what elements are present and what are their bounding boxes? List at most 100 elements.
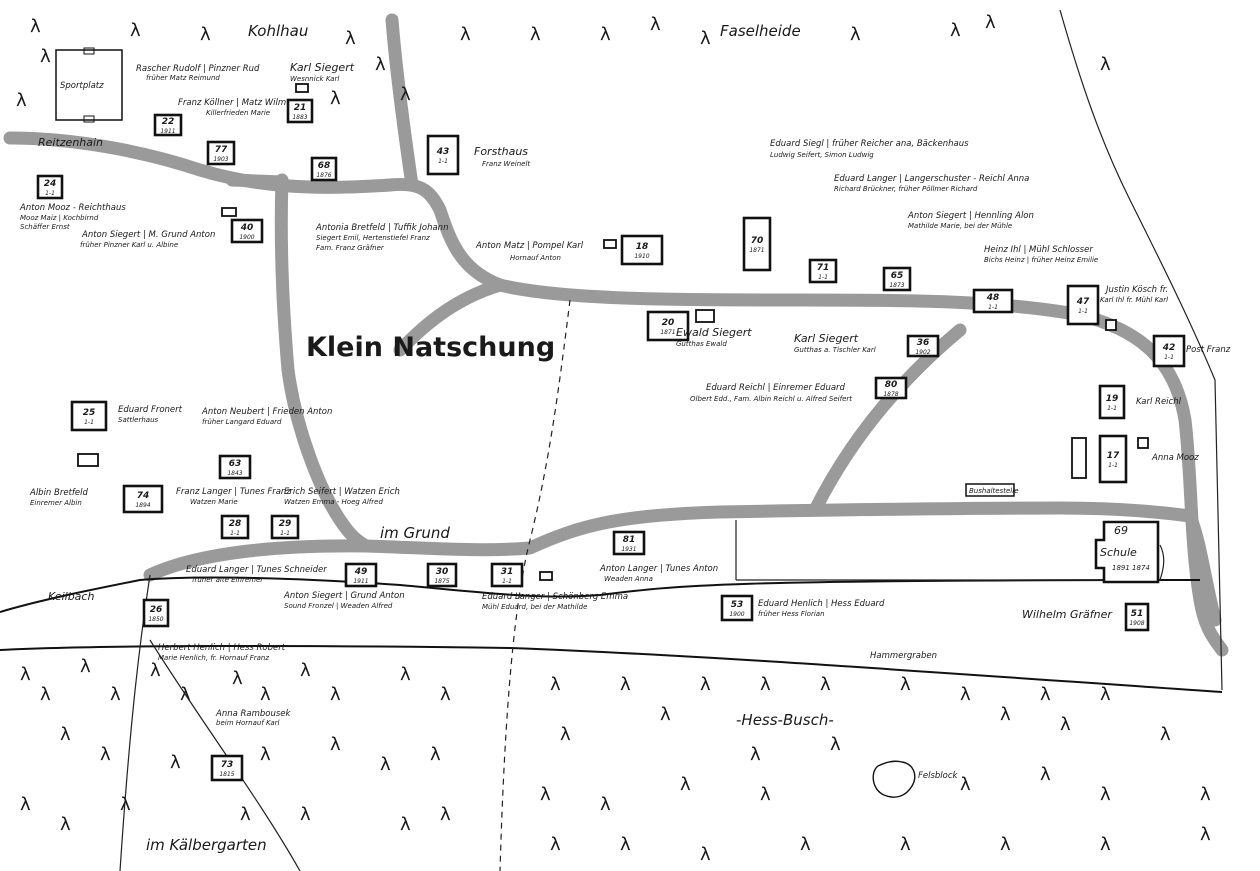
tree-icon: λ [430,744,441,765]
house-year: 1902 [915,349,930,356]
house-number: 20 [662,318,675,328]
owner-langer-tunes: Eduard Langer | Tunes Schneider [186,565,327,575]
owner-heinz: Heinz Ihl | Mühl Schlosser [984,245,1093,255]
owner-langer-ed: Eduard Langer | Langerschuster - Reichl … [834,174,1029,184]
house-year: 1-1 [1108,462,1118,469]
house-box [1124,602,1150,632]
house-year: 1871 [749,247,764,254]
house-29: 291-1 [270,514,300,540]
house-year: 1-1 [818,274,828,281]
owner-albin-sub: Einremer Albin [30,499,82,507]
house-28: 281-1 [220,514,250,540]
owner-henlich-ed: Eduard Henlich | Hess Eduard [758,599,885,609]
tree-icon: λ [850,24,861,45]
outbuilding [1071,437,1087,479]
house-number: 68 [318,161,331,171]
house-box [490,562,524,588]
tree-icon: λ [660,704,671,725]
owner-karl-reichl: Karl Reichl [1136,397,1182,407]
tree-icon: λ [1200,784,1211,805]
tree-icon: λ [330,684,341,705]
owner-heinz-sub: Bichs Heinz | früher Heinz Emilie [984,256,1098,264]
keilbach-stream [0,576,1201,613]
tree-icon: λ [460,24,471,45]
house-number: 17 [1107,451,1120,461]
tree-icon: λ [110,684,121,705]
east-road [1183,509,1222,627]
house-year: 1878 [883,391,898,398]
tree-icon: λ [1100,54,1111,75]
outbuilding [1105,319,1117,331]
tree-icon: λ [900,834,911,855]
house-year: 1-1 [438,158,448,165]
outbuilding [295,83,309,93]
owner-neubert-sub: früher Langard Eduard [202,418,282,426]
house-box [270,514,300,540]
owner-justin: Justin Kösch fr. [1104,285,1168,295]
owner-anna-r: Anna Rambousek [215,709,292,719]
owner-langer-schonberg: Eduard Langer | Schönberg Emma [482,592,628,602]
tree-icon: λ [440,804,451,825]
school-label: Schule [1100,546,1137,559]
house-number: 31 [501,567,514,577]
reitzenhain-label: Reitzenhain [38,136,103,149]
house-number: 47 [1076,297,1090,307]
owner-herbert: Herbert Henlich | Hess Robert [158,643,286,653]
house-year: 1850 [148,616,163,623]
house-year: 1875 [434,578,449,585]
tree-icon: λ [330,88,341,109]
school-path [736,544,1165,581]
outbuilding [539,571,553,581]
tree-icon: λ [1160,724,1171,745]
owner-langer-ed-sub: Richard Brückner, früher Pöllmer Richard [834,185,978,193]
outbuilding [221,207,237,217]
tree-icon: λ [150,660,161,681]
house-number: 48 [986,293,1000,303]
house-42: 421-1 [1152,334,1186,368]
house-17: 171-1 [1098,434,1128,484]
tree-icon: λ [550,674,561,695]
kohlhau-label: Kohlhau [248,22,308,40]
tree-icon: λ [180,684,191,705]
owner-siegl-sub: Ludwig Seifert, Simon Ludwig [770,151,874,159]
owner-langer-tunes-sub: früher alte Einremer [192,576,264,584]
owner-post-franz: Post Franz [1186,345,1231,355]
tree-icon: λ [40,46,51,67]
outbuilding [77,453,99,467]
house-year: 1931 [621,546,636,553]
house-box [122,484,164,514]
house-number: 25 [83,408,96,418]
tree-icon: λ [1000,704,1011,725]
owner-reichl-ed: Eduard Reichl | Einremer Eduard [706,383,846,393]
school-years: 1891 1874 [1112,564,1150,572]
owner-wilhelm: Wilhelm Gräfner [1022,608,1113,621]
tree-icon: λ [20,664,31,685]
house-number: 21 [294,103,307,113]
house-year: 1-1 [230,530,240,537]
owner-franz-langer-sub: Watzen Marie [190,498,238,506]
owner-forsthaus-sub: Franz Weinelt [482,160,530,168]
tree-icon: λ [60,814,71,835]
house-year: 1843 [227,470,242,477]
tree-icon: λ [260,684,271,705]
house-year: 1911 [353,578,368,585]
house-year: 1900 [729,611,744,618]
owner-fronert: Eduard Fronert [118,405,183,415]
house-box [1152,334,1186,368]
tree-icon: λ [30,16,41,37]
tree-icon: λ [60,724,71,745]
house-year: 1910 [634,253,649,260]
tree-icon: λ [960,684,971,705]
roads [3,13,1229,657]
house-47: 471-1 [1066,284,1100,326]
house-year: 1-1 [45,190,55,197]
owner-anton-mooz-sub1: Mooz Maiz | Kochbirnd [20,214,99,222]
house-71: 711-1 [808,258,838,284]
owner-siegl: Eduard Siegl | früher Reicher ana, Bäcke… [770,139,969,149]
